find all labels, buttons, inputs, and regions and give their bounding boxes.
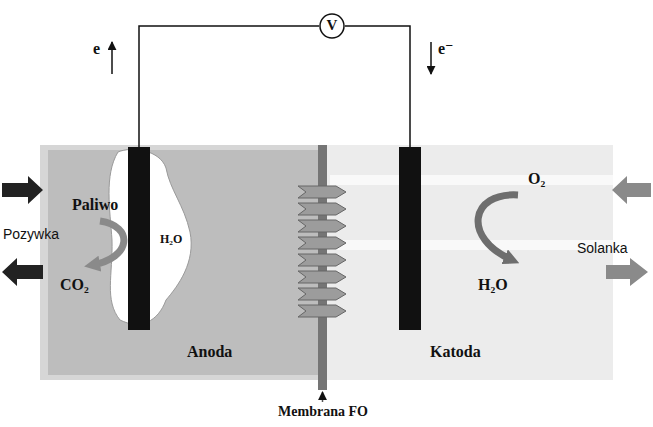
anode-electrode: [128, 147, 150, 330]
membrane-pointer: [322, 392, 324, 402]
flux-chevron: [298, 220, 346, 232]
water-label: H₂O: [160, 233, 182, 247]
wire: [345, 26, 410, 147]
cathode-electrode: [399, 147, 421, 330]
oxygen-label: O₂: [528, 170, 545, 188]
flux-chevron: [298, 237, 346, 249]
flux-chevron: [298, 203, 346, 215]
draw-label: Solanka: [577, 240, 628, 256]
electron-arrow: [111, 42, 113, 74]
cathode-band: [330, 175, 613, 185]
product-label: H₂O: [478, 276, 508, 294]
fuel-oxidation-arrow: [92, 221, 124, 265]
meter-symbol: V: [327, 17, 338, 34]
feed-label: Pozywka: [3, 226, 59, 242]
cathode-band: [330, 240, 613, 250]
flux-chevron: [298, 305, 346, 317]
electron-label: e: [93, 40, 100, 58]
anode-chamber-ground: [40, 145, 322, 380]
flux-chevron: [298, 288, 346, 300]
anode-chamber-fill: [48, 150, 320, 375]
fo-membrane: [318, 145, 327, 390]
flux-chevron: [298, 271, 346, 283]
feed-outlet-arrow: [2, 258, 43, 286]
fuel-label: Paliwo: [72, 196, 118, 214]
oxygen-reduction-arrow: [478, 195, 518, 260]
flux-chevron: [298, 186, 346, 198]
product-label: CO₂: [60, 276, 89, 294]
cathode-chamber-fill: [326, 145, 613, 380]
draw-outlet-arrow: [606, 258, 648, 286]
wire: [139, 26, 319, 147]
electron-arrow: [430, 42, 432, 74]
membrane-label: Membrana FO: [278, 404, 368, 420]
draw-inlet-arrow: [612, 176, 651, 204]
flux-chevrons: [298, 186, 346, 317]
voltmeter-ring: [320, 14, 344, 38]
anode-chamber: Anoda: [45, 145, 320, 377]
feed-inlet-arrow: [2, 176, 43, 204]
electrode-name: Katoda: [430, 343, 481, 361]
electron-label: e⁻: [438, 40, 454, 58]
electrode-name: Anoda: [187, 343, 232, 361]
cathode-chamber: Katoda: [326, 145, 612, 377]
flux-chevron: [298, 254, 346, 266]
voltmeter: V: [319, 13, 345, 39]
